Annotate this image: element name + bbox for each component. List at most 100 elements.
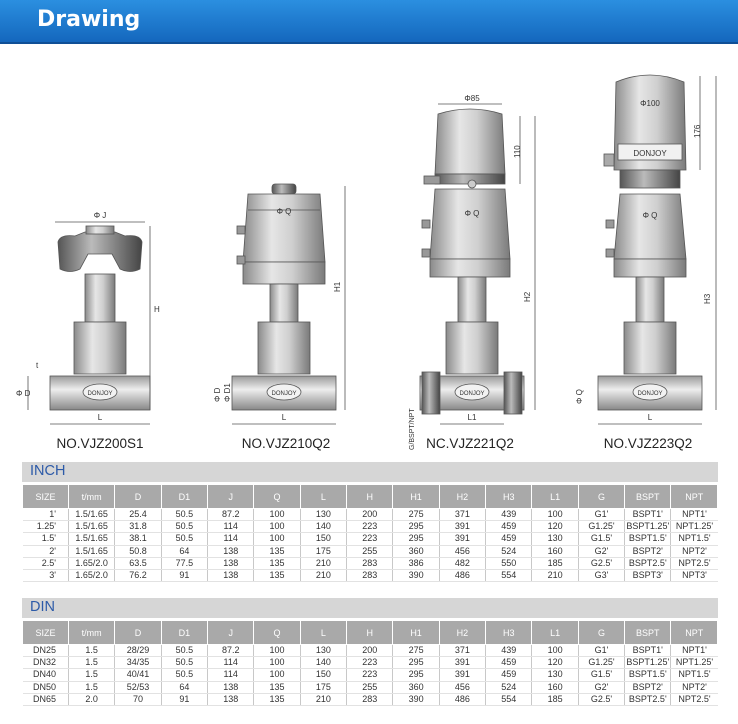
table-cell: 135 <box>253 545 301 558</box>
inch-section-bar: INCH <box>22 462 718 482</box>
table-cell: 50.5 <box>161 520 209 534</box>
column-header: D1 <box>160 620 209 645</box>
table-cell: 175 <box>300 545 348 558</box>
table-cell: 114 <box>207 668 255 682</box>
table-cell: 50.5 <box>161 532 209 546</box>
dim-q-label: Φ Q <box>465 209 480 218</box>
table-cell: BSPT2' <box>624 545 672 558</box>
table-cell: 482 <box>439 557 487 570</box>
table-cell: 456 <box>439 545 487 558</box>
table-cell: 100 <box>531 644 579 658</box>
table-cell: DN65 <box>22 693 69 706</box>
table-cell: NPT2' <box>670 545 718 558</box>
table-cell: DN25 <box>22 644 69 658</box>
table-cell: 255 <box>346 681 394 694</box>
table-cell: 3' <box>22 569 69 583</box>
table-cell: G2.5' <box>578 693 626 706</box>
table-cell: 386 <box>392 557 440 570</box>
table-cell: 40/41 <box>114 668 162 682</box>
table-cell: 486 <box>439 569 487 583</box>
dim-q-label: Φ Q <box>643 211 658 220</box>
table-cell: BSPT2' <box>624 681 672 694</box>
table-cell: G1.25' <box>578 520 626 534</box>
table-cell: 160 <box>531 681 579 694</box>
column-header: J <box>207 620 255 645</box>
table-cell: 1.5/1.65 <box>68 520 116 534</box>
column-header: D <box>114 620 162 645</box>
table-cell: 1.65/2.0 <box>68 569 116 583</box>
table-cell: 554 <box>485 693 533 706</box>
table-cell: 50.5 <box>161 656 209 670</box>
column-header: t/mm <box>67 620 116 645</box>
table-cell: G2' <box>578 545 626 558</box>
table-cell: 91 <box>161 693 209 706</box>
page-title: Drawing <box>37 7 141 32</box>
table-cell: 524 <box>485 681 533 694</box>
valve-vjz223q2-drawing: DONJOY DONJOY Φ100 Φ Q 176 H3 L Φ Q <box>575 74 717 425</box>
table-cell: NPT2' <box>670 681 718 694</box>
table-cell: 130 <box>300 644 348 658</box>
table-cell: NPT1' <box>670 508 718 522</box>
table-cell: NPT2.5' <box>670 693 718 706</box>
table-cell: 459 <box>485 520 533 534</box>
valve-vjz200s1-drawing: DONJOY Φ J H L Φ D t <box>16 211 160 425</box>
table-cell: BSPT2.5' <box>624 693 672 706</box>
table-cell: 1.5/1.65 <box>68 532 116 546</box>
table-cell: 459 <box>485 532 533 546</box>
table-cell: BSPT1.25' <box>624 520 672 534</box>
table-cell: NPT3' <box>670 569 718 583</box>
table-cell: 175 <box>300 681 348 694</box>
dim-gbspt-label: G/BSPT/NPT <box>409 408 416 450</box>
table-cell: BSPT1.5' <box>624 532 672 546</box>
dim-h3-label: H3 <box>703 293 712 304</box>
table-cell: 550 <box>485 557 533 570</box>
table-cell: G1' <box>578 508 626 522</box>
table-cell: 283 <box>346 569 394 583</box>
dim-l-label: L <box>648 413 653 422</box>
table-cell: 1.5 <box>68 681 116 694</box>
din-section-bar: DIN <box>22 598 718 618</box>
column-header: L <box>299 484 348 509</box>
dim-phi85-label: Φ85 <box>464 94 480 103</box>
table-cell: 31.8 <box>114 520 162 534</box>
table-cell: 100 <box>531 508 579 522</box>
table-cell: 38.1 <box>114 532 162 546</box>
table-cell: 391 <box>439 532 487 546</box>
din-section-title: DIN <box>30 599 55 615</box>
table-cell: 135 <box>253 681 301 694</box>
column-header: SIZE <box>22 620 69 645</box>
table-cell: 1.65/2.0 <box>68 557 116 570</box>
column-header: H3 <box>485 484 533 509</box>
table-cell: NPT1' <box>670 644 718 658</box>
dim-l-label: L <box>282 413 287 422</box>
table-cell: 2' <box>22 545 69 558</box>
table-cell: G1.5' <box>578 532 626 546</box>
table-cell: 2.5' <box>22 557 69 570</box>
table-cell: G1.25' <box>578 656 626 670</box>
table-cell: 295 <box>392 656 440 670</box>
table-cell: 2.0 <box>68 693 116 706</box>
table-cell: 255 <box>346 545 394 558</box>
table-cell: BSPT1' <box>624 644 672 658</box>
column-header: D1 <box>160 484 209 509</box>
column-header: G <box>577 620 626 645</box>
table-cell: 114 <box>207 532 255 546</box>
valve-drawings: DONJOY Φ J H L Φ D t DONJOY Φ Q <box>16 74 717 450</box>
brand-label-small: DONJOY <box>637 391 662 397</box>
table-cell: 150 <box>300 532 348 546</box>
table-cell: 138 <box>207 681 255 694</box>
table-cell: 524 <box>485 545 533 558</box>
table-cell: 100 <box>253 508 301 522</box>
column-header: BSPT <box>624 484 672 509</box>
table-cell: 28/29 <box>114 644 162 658</box>
table-cell: 1' <box>22 508 69 522</box>
table-cell: 64 <box>161 545 209 558</box>
table-cell: 135 <box>253 557 301 570</box>
table-cell: 70 <box>114 693 162 706</box>
